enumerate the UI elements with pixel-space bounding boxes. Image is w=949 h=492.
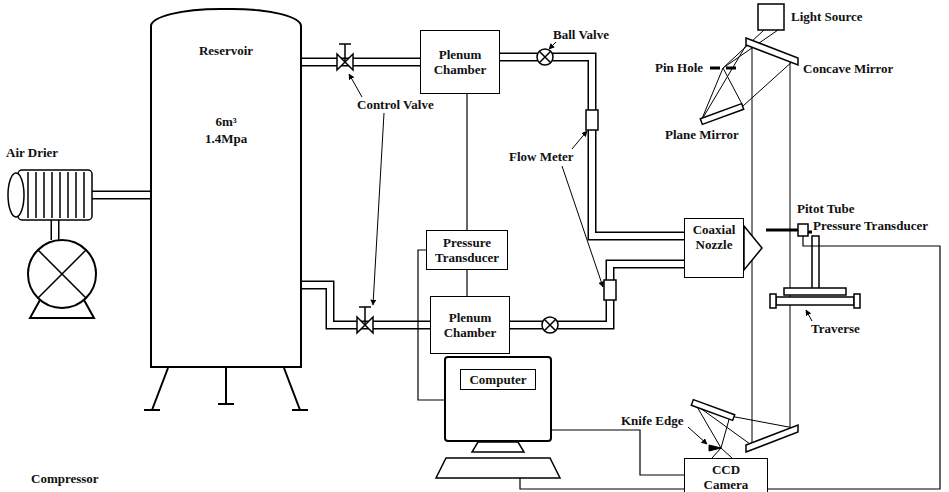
- node-text: Pressure Transducer: [430, 235, 504, 265]
- leader-line: [688, 427, 707, 444]
- air-pipe: [510, 264, 684, 325]
- mirror: [746, 38, 798, 65]
- air-drier: [8, 170, 92, 220]
- air-pipe: [302, 285, 430, 325]
- reservoir-tank: Reservoir 6m³ 1.4Mpa: [150, 8, 302, 368]
- leader-line: [549, 42, 556, 49]
- plenum-chamber: Plenum Chamber: [430, 296, 510, 354]
- transducer-box: Pressure Transducer: [426, 230, 508, 270]
- node-text: Plenum Chamber: [434, 310, 506, 340]
- part-label: Control Valve: [356, 98, 435, 111]
- signal-wire: [552, 430, 684, 475]
- tank-legs: [144, 368, 308, 410]
- signal-wire: [466, 270, 467, 296]
- traverse: [784, 288, 846, 295]
- signal-wire: [467, 270, 468, 296]
- air-pipe: [302, 285, 430, 325]
- compressor: [30, 300, 94, 318]
- ccd-camera: CCD Camera: [684, 458, 768, 492]
- coaxial-nozzle: Coaxial Nozzle: [684, 218, 744, 278]
- tank-legs: [144, 368, 308, 410]
- part-label: Light Source: [790, 10, 864, 23]
- part-label: Compressor: [30, 472, 100, 485]
- node-text: Plenum Chamber: [424, 47, 496, 77]
- flow-meter: [586, 110, 598, 130]
- signal-wire: [552, 430, 684, 475]
- leader-line: [349, 42, 812, 444]
- node-text: Computer: [460, 369, 535, 390]
- part-label: Ball Valve: [552, 28, 610, 41]
- part-label: Plane Mirror: [664, 128, 740, 141]
- part-label: Concave Mirror: [802, 62, 894, 75]
- ball-valve: [542, 317, 558, 333]
- nozzle-cone: [744, 226, 762, 270]
- computer-base: [436, 442, 560, 478]
- pin-hole: [710, 67, 736, 70]
- node-text: 1.4Mpa: [205, 131, 247, 146]
- air-pipe: [302, 62, 420, 63]
- traverse: [854, 294, 860, 308]
- mirror: [746, 425, 798, 452]
- node-text: Reservoir: [199, 43, 253, 58]
- pin-hole: [710, 67, 736, 70]
- mirror: [691, 400, 734, 421]
- light-source: [758, 4, 784, 30]
- air-pipe: [510, 264, 684, 325]
- air-drier: [8, 173, 24, 217]
- ball-valve: [537, 49, 558, 333]
- part-label: Pitot Tube: [796, 202, 855, 215]
- traverse: [812, 236, 819, 290]
- ball-valve: [537, 49, 553, 65]
- node-text: Coaxial Nozzle: [688, 222, 740, 252]
- control-valve: [359, 307, 371, 325]
- leader-line: [373, 113, 384, 305]
- air-pipe: [302, 59, 420, 65]
- air-drier: [18, 170, 92, 220]
- part-label: Flow Meter: [508, 150, 575, 163]
- nozzle-cone: [744, 226, 762, 270]
- traverse: [770, 294, 776, 308]
- signal-wire: [467, 94, 468, 230]
- light-source: [758, 4, 784, 30]
- part-label: Air Drier: [5, 146, 59, 159]
- compressor: [28, 240, 96, 308]
- flow-meter: [586, 110, 616, 300]
- flow-meter: [604, 280, 616, 300]
- part-label: Knife Edge: [620, 414, 684, 427]
- part-label: Pin Hole: [654, 61, 704, 74]
- part-label: Pressure Transducer: [812, 219, 929, 232]
- part-label: Traverse: [810, 322, 861, 335]
- computer-monitor: Computer: [444, 356, 552, 442]
- air-pipe: [510, 264, 684, 325]
- air-pipe: [500, 57, 684, 236]
- air-pipe: [302, 285, 430, 325]
- knife-edge: [709, 445, 721, 451]
- computer-base: [472, 442, 524, 452]
- air-pipe: [500, 57, 684, 236]
- compressor: [38, 250, 86, 298]
- compressor: [28, 240, 96, 318]
- traverse: [776, 297, 854, 305]
- plenum-chamber: Plenum Chamber: [420, 30, 500, 94]
- signal-wire: [466, 94, 467, 230]
- mirror: [700, 104, 743, 125]
- knife-edge: [709, 445, 721, 451]
- leader-line: [562, 166, 603, 287]
- node-text: CCD Camera: [688, 462, 764, 492]
- leader-line: [349, 74, 362, 97]
- leader-line: [806, 310, 812, 321]
- air-drier: [28, 172, 84, 218]
- ball-valve: [539, 51, 551, 63]
- leader-line: [572, 131, 587, 149]
- control-valve: [339, 44, 351, 62]
- pitot-tube: [766, 224, 812, 236]
- node-text: 6m³: [215, 114, 236, 129]
- computer-base: [436, 458, 560, 478]
- air-pipe: [500, 57, 684, 236]
- traverse: [770, 236, 860, 308]
- control-valve: [337, 44, 373, 333]
- air-pipe: [302, 58, 420, 67]
- pitot-tube: [798, 224, 808, 236]
- ball-valve: [544, 319, 556, 331]
